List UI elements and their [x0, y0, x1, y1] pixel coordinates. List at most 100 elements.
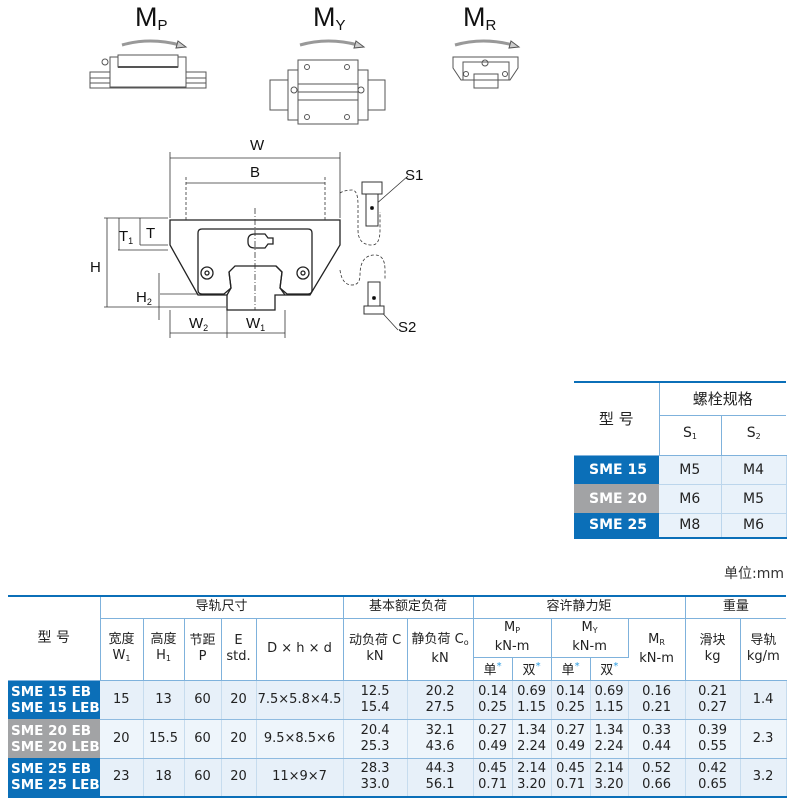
my-double-header: 双* — [590, 657, 629, 681]
bolt-s1-icon — [361, 181, 383, 227]
model-cell: SME 15 — [574, 455, 659, 484]
dhd-cell: 11×9×7 — [256, 758, 344, 798]
s2-cell: M5 — [721, 484, 787, 514]
pitch-cell: 60 — [184, 680, 222, 720]
rotation-arrow-icon — [454, 39, 521, 49]
dim-label-h2: H2 — [136, 289, 152, 307]
rotation-arrow-icon — [299, 39, 366, 49]
bolt-table-row: SME 20 M6 M5 — [574, 484, 787, 514]
s1-cell: M6 — [659, 484, 722, 514]
w1-cell: 20 — [100, 719, 144, 759]
roll-block-drawing — [452, 56, 519, 89]
mp-double-header: 双* — [512, 657, 552, 681]
model-header: 型 号 — [574, 382, 660, 456]
load-rating-header: 基本额定负荷 — [343, 596, 474, 619]
w1-cell: 23 — [100, 758, 144, 798]
moment-label-mr: MR — [463, 2, 496, 34]
moment-subscript: P — [157, 17, 168, 34]
s2-cell: M4 — [721, 455, 787, 485]
moment-symbol: M — [135, 2, 158, 32]
s2-cell: M6 — [721, 513, 787, 539]
dim-label-t1: T1 — [119, 228, 133, 246]
dim-label-t: T — [146, 225, 155, 242]
e-cell: 20 — [221, 680, 257, 720]
h1-cell: 18 — [143, 758, 185, 798]
moment-subscript: Y — [335, 17, 346, 34]
rail-weight-cell: 2.3 — [740, 719, 787, 759]
w1-cell: 15 — [100, 680, 144, 720]
static-moment-header: 容许静力矩 — [473, 596, 686, 619]
yaw-block-drawing — [269, 59, 386, 125]
dim-label-w2: W2 — [189, 315, 208, 333]
s1-header: S1 — [659, 415, 722, 456]
rail-dimensions-header: 导轨尺寸 — [100, 596, 344, 619]
moment-symbol: M — [313, 2, 336, 32]
pitch-cell: 60 — [184, 719, 222, 759]
label-s2: S2 — [398, 319, 416, 336]
h1-cell: 13 — [143, 680, 185, 720]
dhd-header: D × h × d — [256, 618, 344, 681]
mp-single-header: 单* — [473, 657, 513, 681]
moment-illustrations — [89, 39, 521, 125]
pitch-cell: 60 — [184, 758, 222, 798]
rail-weight-cell: 1.4 — [740, 680, 787, 720]
unit-label: 单位:mm — [724, 566, 784, 582]
e-cell: 20 — [221, 719, 257, 759]
model-header: 型 号 — [8, 596, 101, 681]
my-single-header: 单* — [551, 657, 591, 681]
rotation-arrow-icon — [121, 39, 188, 49]
moment-subscript: R — [485, 17, 497, 34]
dim-label-b: B — [250, 164, 260, 181]
label-s1: S1 — [405, 167, 423, 184]
dhd-cell: 7.5×5.8×4.5 — [256, 680, 344, 720]
e-cell: 20 — [221, 758, 257, 798]
bolt-table-row: SME 25 M8 M6 — [574, 513, 787, 539]
pitch-block-drawing — [89, 54, 207, 89]
bolt-spec-header: 螺栓规格 — [659, 382, 787, 416]
moment-label-mp: MP — [135, 2, 168, 34]
dim-label-w1: W1 — [246, 315, 265, 333]
rail-weight-cell: 3.2 — [740, 758, 787, 798]
cross-section-diagram: W B H T1 T H2 W2 W1 S1 S2 — [90, 137, 423, 338]
model-cell: SME 20 — [574, 484, 659, 513]
h1-cell: 15.5 — [143, 719, 185, 759]
weight-header: 重量 — [685, 596, 787, 619]
model-cell: SME 25 — [574, 513, 659, 538]
bolt-s2-icon — [363, 281, 385, 315]
